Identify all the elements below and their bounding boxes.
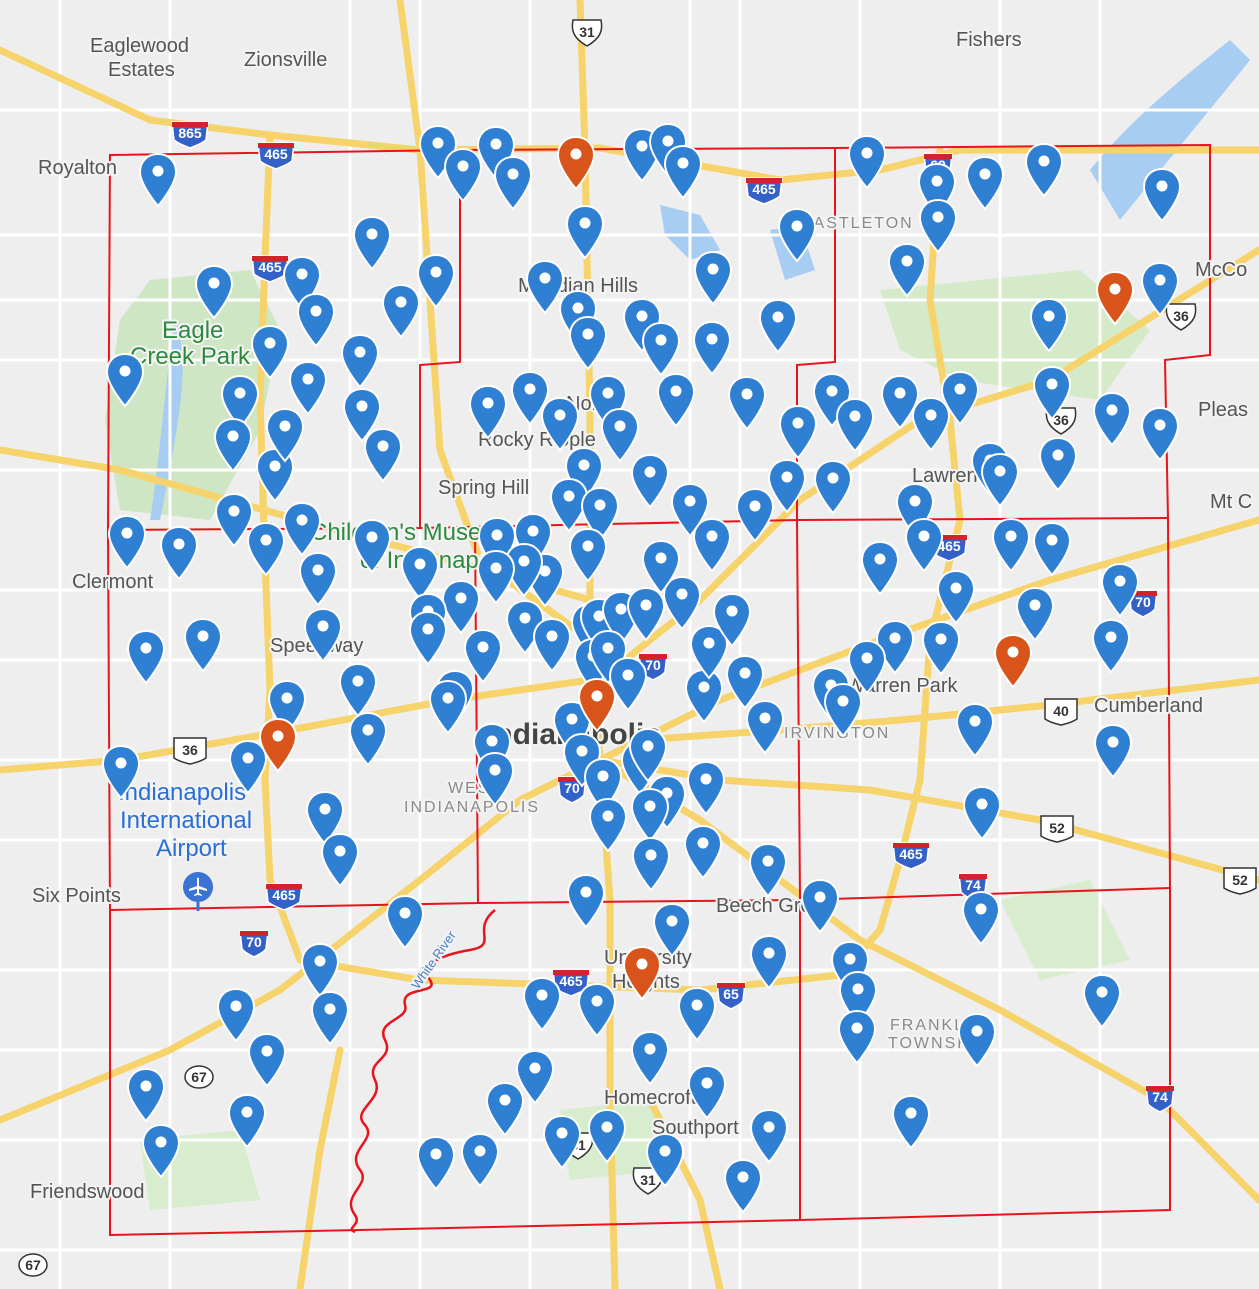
interstate-shield-icon: 465	[552, 969, 590, 997]
svg-text:465: 465	[264, 146, 288, 162]
svg-text:465: 465	[559, 973, 583, 989]
label-irvington: IRVINGTON	[784, 725, 890, 742]
us-highway-shield-icon: 52	[1223, 867, 1257, 895]
interstate-shield-icon: 465	[745, 177, 783, 205]
label-pleasant: Pleas	[1198, 399, 1248, 421]
us-highway-shield-icon: 52	[1040, 815, 1074, 843]
svg-text:31: 31	[640, 1172, 656, 1188]
svg-text:465: 465	[258, 259, 282, 275]
svg-text:465: 465	[752, 181, 776, 197]
label-rocky-ripple: Rocky Ripple	[478, 429, 596, 451]
interstate-shield-icon: 865	[171, 121, 209, 149]
label-airport-2: International	[120, 807, 252, 834]
svg-text:74: 74	[1152, 1089, 1168, 1105]
label-zionsville: Zionsville	[244, 49, 327, 71]
interstate-shield-icon: 465	[892, 842, 930, 870]
white-river	[349, 909, 496, 1234]
us-highway-shield-icon: 36	[173, 737, 207, 765]
label-southport: Southport	[652, 1117, 739, 1139]
state-road-shield-icon: 67	[184, 1065, 214, 1089]
label-eaglewood: Eaglewood	[90, 35, 189, 57]
svg-text:31: 31	[579, 24, 595, 40]
label-spring-hill: Spring Hill	[438, 477, 529, 499]
label-west-indianapolis: INDIANAPOLIS	[404, 799, 540, 816]
svg-text:36: 36	[1173, 308, 1189, 324]
svg-text:67: 67	[25, 1257, 41, 1273]
svg-text:70: 70	[1135, 594, 1151, 610]
svg-text:865: 865	[178, 125, 202, 141]
svg-text:36: 36	[1053, 412, 1069, 428]
interstate-shield-icon: 65	[716, 982, 746, 1010]
label-friendswood: Friendswood	[30, 1181, 145, 1203]
label-airport-3: Airport	[156, 835, 227, 862]
interstate-shields: 865 465 465 465 69 465 465 465 465 70 70…	[171, 121, 1175, 1113]
interstate-shield-icon: 465	[257, 142, 295, 170]
label-mccordsville: McCo	[1195, 259, 1247, 281]
interstate-shield-icon: 74	[1145, 1085, 1175, 1113]
svg-text:36: 36	[182, 742, 198, 758]
interstate-shield-icon: 465	[251, 255, 289, 283]
svg-text:70: 70	[246, 934, 262, 950]
us-highway-shield-icon: 40	[1044, 698, 1078, 726]
svg-text:67: 67	[191, 1069, 207, 1085]
label-eagle-creek: Eagle	[162, 317, 223, 344]
label-eagle-creek-park: Creek Park	[130, 343, 251, 370]
interstate-shield-icon: 70	[1128, 590, 1158, 618]
svg-text:70: 70	[645, 657, 661, 673]
svg-text:465: 465	[937, 538, 961, 554]
label-mt-comfort: Mt C	[1210, 491, 1252, 513]
label-homecroft: Homecroft	[604, 1087, 697, 1109]
svg-text:74: 74	[965, 877, 981, 893]
interstate-shield-icon: 70	[239, 930, 269, 958]
interstate-shield-icon: 465	[265, 883, 303, 911]
svg-text:65: 65	[723, 986, 739, 1002]
label-cumberland: Cumberland	[1094, 695, 1203, 717]
label-royalton: Royalton	[38, 157, 117, 179]
svg-text:465: 465	[899, 846, 923, 862]
label-airport-1: Indianapolis	[118, 779, 246, 806]
label-fishers: Fishers	[956, 29, 1022, 51]
us-highway-shield-icon: 31	[571, 19, 603, 47]
label-six-points: Six Points	[32, 885, 121, 907]
svg-text:52: 52	[1232, 872, 1248, 888]
label-eaglewood-estates: Estates	[108, 59, 175, 81]
label-clermont: Clermont	[72, 571, 154, 593]
svg-text:70: 70	[564, 780, 580, 796]
state-road-shield-icon: 67	[18, 1253, 48, 1277]
svg-text:465: 465	[272, 887, 296, 903]
airport-icon[interactable]	[183, 872, 213, 911]
svg-text:52: 52	[1049, 820, 1065, 836]
us-highway-shield-icon: 36	[1165, 303, 1197, 331]
label-castleton: CASTLETON	[800, 215, 914, 232]
svg-text:40: 40	[1053, 703, 1069, 719]
